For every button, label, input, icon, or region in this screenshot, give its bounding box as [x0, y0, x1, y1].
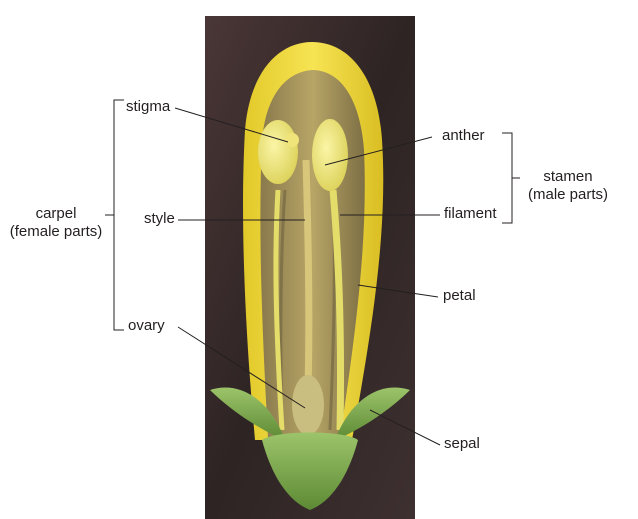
- stamen-label: stamen (male parts): [518, 168, 618, 204]
- sepal-right-shape: [335, 387, 410, 440]
- stamen-subtitle: (male parts): [527, 186, 609, 203]
- sepal-left-shape: [210, 387, 285, 440]
- anther-label: anther: [442, 127, 485, 144]
- carpel-subtitle: (female parts): [9, 223, 103, 240]
- filament-shape: [329, 189, 345, 431]
- carpel-label: carpel (female parts): [0, 205, 112, 241]
- ovary-pointer: [177, 326, 306, 409]
- anther-right-shape: [312, 119, 348, 191]
- stamen-bracket: [502, 132, 513, 224]
- stigma-pointer: [174, 107, 289, 143]
- filament-label: filament: [444, 205, 497, 222]
- pointer-lines: [174, 107, 441, 446]
- ovary-label: ovary: [128, 317, 165, 334]
- receptacle-shape: [262, 432, 358, 510]
- sepal-pointer: [369, 409, 441, 446]
- ovary-shape: [292, 375, 324, 435]
- anther-pointer: [324, 136, 433, 166]
- carpel-title: carpel: [35, 205, 77, 222]
- petal-label: petal: [443, 287, 476, 304]
- style-shape: [302, 159, 313, 391]
- carpel-bracket: [113, 99, 124, 331]
- anther-left-shape: [258, 120, 298, 184]
- stamen-title: stamen: [543, 168, 593, 185]
- stigma-label: stigma: [126, 98, 171, 115]
- petal-pointer: [357, 284, 439, 298]
- stigma-shape: [285, 133, 299, 147]
- style-label: style: [144, 210, 175, 227]
- sepal-label: sepal: [444, 435, 480, 452]
